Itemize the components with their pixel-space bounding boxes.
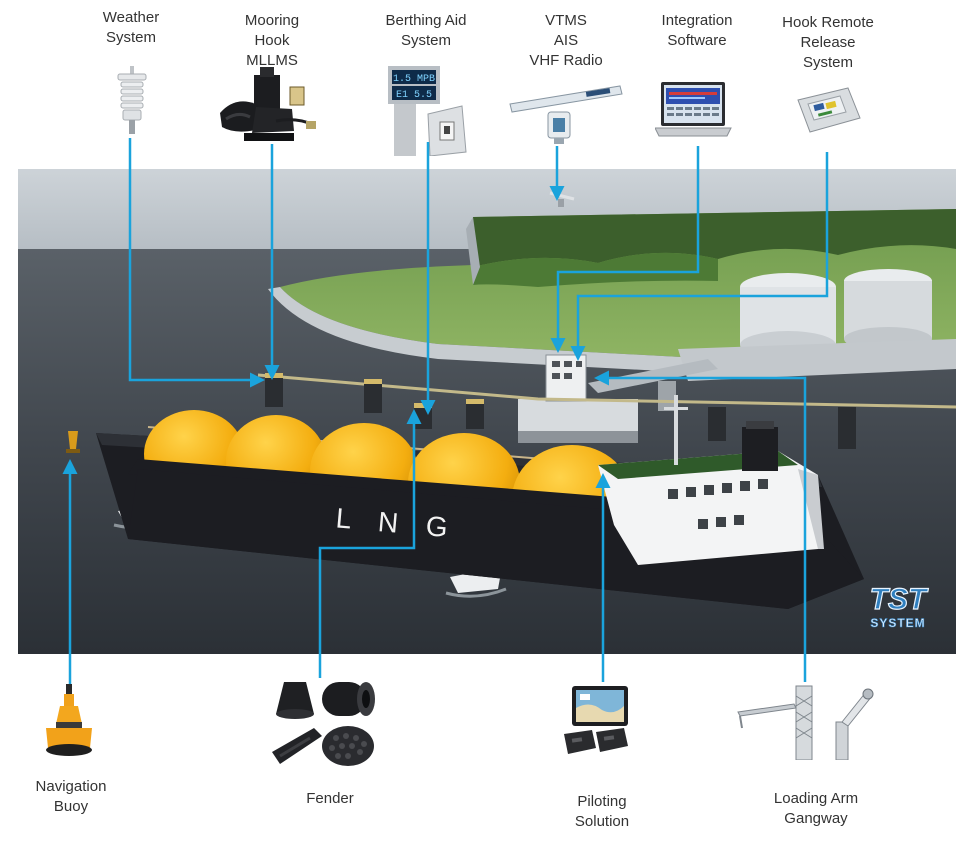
weather-station-icon	[117, 66, 147, 134]
lng-terminal-scene: L N G TST SYSTEM	[18, 169, 956, 654]
loading-arm-gangway-icon	[737, 685, 874, 760]
label-navigation-buoy: Navigation Buoy	[36, 777, 107, 817]
scene-illustration: L N G TST SYSTEM	[18, 169, 956, 654]
label-integration-software: Integration Software	[662, 11, 733, 51]
label-line: Release	[800, 34, 856, 51]
label-line: System	[802, 54, 853, 71]
berthing-aid-display-icon: 1.5 MPB E1 5.5	[388, 66, 467, 156]
piloting-solution-icon	[564, 686, 628, 754]
vtms-radar-antenna-icon	[509, 85, 623, 144]
label-line: MLLMS	[246, 52, 298, 69]
label-line: Berthing Aid	[385, 12, 467, 29]
label-vtms-ais: VTMS AIS VHF Radio	[529, 11, 602, 71]
label-line: Loading Arm	[773, 790, 859, 807]
label-line: Software	[667, 32, 727, 49]
label-line: System	[400, 32, 452, 49]
label-hook-remote-release: Hook Remote Release System	[782, 13, 874, 73]
label-berthing-aid: Berthing Aid System	[386, 11, 467, 51]
label-line: VTMS	[545, 12, 587, 29]
berthing-display-line2: E1 5.5	[396, 90, 432, 101]
label-piloting-solution: Piloting Solution	[575, 792, 629, 832]
label-line: AIS	[553, 32, 579, 49]
label-mooring-hook: Mooring Hook MLLMS	[245, 11, 299, 71]
label-line: Buoy	[53, 798, 89, 815]
label-line: Mooring	[244, 12, 300, 29]
integration-software-laptop-icon	[655, 82, 732, 137]
label-line: Solution	[574, 813, 630, 830]
navigation-buoy-icon	[46, 684, 92, 756]
label-line: Hook Remote	[782, 14, 874, 31]
label-fender: Fender	[306, 789, 354, 809]
mooring-hook-icon	[220, 67, 316, 141]
berthing-display-line1: 1.5 MPB	[393, 74, 435, 85]
fender-products-icon	[272, 682, 375, 766]
label-line: Hook	[254, 32, 290, 49]
label-line: Fender	[306, 790, 354, 807]
label-line: System	[105, 29, 157, 46]
logo-top-text: TST	[870, 583, 929, 616]
logo-bottom-text: SYSTEM	[870, 616, 925, 630]
label-line: Piloting	[577, 793, 627, 810]
label-weather-system: Weather System	[103, 8, 159, 48]
label-line: VHF Radio	[529, 52, 603, 69]
label-line: Weather	[102, 9, 160, 26]
hook-remote-release-device-icon	[797, 87, 861, 133]
label-line: Gangway	[784, 810, 848, 827]
label-line: Integration	[661, 12, 733, 29]
label-loading-arm-gangway: Loading Arm Gangway	[774, 789, 858, 829]
label-line: Navigation	[35, 778, 107, 795]
